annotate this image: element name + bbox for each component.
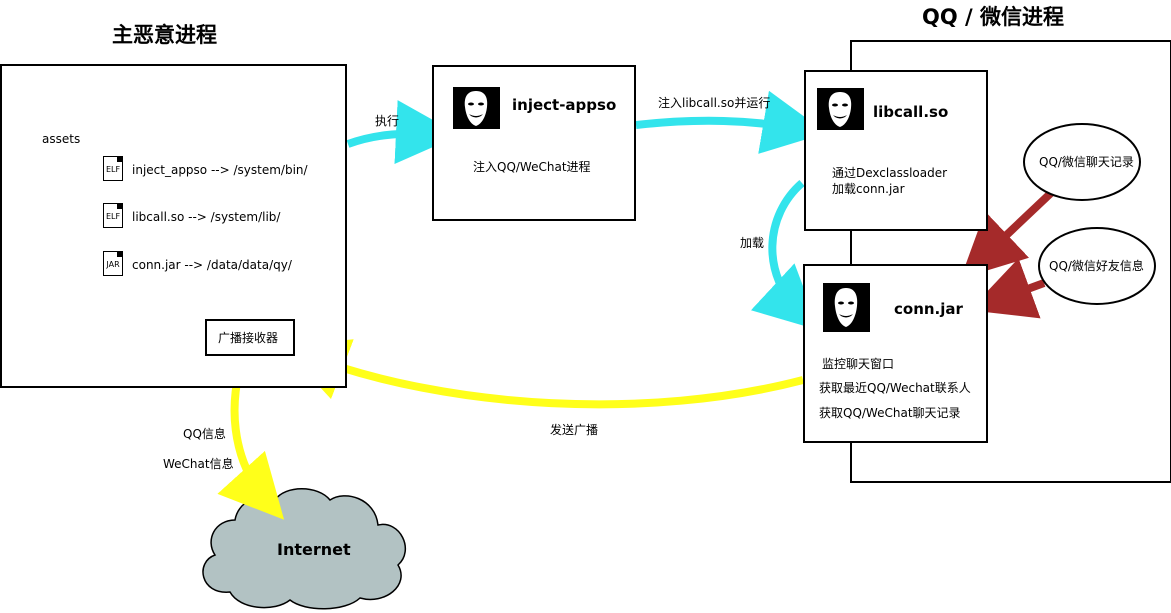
file-entry-conn-jar: conn.jar --> /data/data/qy/: [132, 258, 292, 272]
inject-appso-box: inject-appso 注入QQ/WeChat进程: [432, 65, 636, 221]
jar-file-icon: JAR: [103, 251, 123, 276]
inject-appso-title: inject-appso: [512, 96, 617, 114]
conn-jar-title: conn.jar: [894, 300, 963, 318]
conn-jar-desc-line-1: 监控聊天窗口: [822, 357, 895, 371]
file-entry-inject-appso: inject_appso --> /system/bin/: [132, 163, 308, 177]
conn-jar-desc-line-3: 获取QQ/WeChat聊天记录: [819, 406, 961, 420]
anonymous-mask-icon: [823, 283, 870, 332]
friend-info-arrow: [969, 258, 1046, 319]
anonymous-mask-icon: [817, 88, 864, 130]
inject-appso-desc: 注入QQ/WeChat进程: [473, 160, 591, 174]
folder-label: assets: [42, 132, 81, 146]
libcall-desc-line-2: 加载conn.jar: [832, 182, 905, 196]
friend-info-label: QQ/微信好友信息: [1049, 259, 1144, 273]
libcall-box: libcall.so 通过Dexclassloader 加载conn.jar: [804, 70, 988, 231]
load-edge-label: 加载: [740, 236, 765, 250]
anonymous-mask-icon: [453, 87, 500, 129]
execute-edge-label: 执行: [375, 114, 400, 128]
elf-file-icon: ELF: [103, 156, 123, 181]
send-broadcast-edge-label: 发送广播: [550, 423, 599, 437]
qq-info-edge-label: QQ信息: [183, 427, 226, 441]
broadcast-receiver-box: 广播接收器: [205, 319, 295, 356]
wechat-info-edge-label: WeChat信息: [163, 457, 234, 471]
friend-info-ellipse: [1038, 227, 1156, 305]
main-process-title: 主恶意进程: [112, 23, 217, 47]
libcall-title: libcall.so: [873, 103, 949, 121]
file-entry-libcall: libcall.so --> /system/lib/: [132, 210, 281, 224]
inject-run-edge-label: 注入libcall.so并运行: [658, 96, 771, 110]
chat-records-arrow: [960, 189, 1055, 279]
execute-arrow: [346, 100, 460, 165]
conn-jar-box: conn.jar 监控聊天窗口 获取最近QQ/Wechat联系人 获取QQ/We…: [803, 264, 988, 443]
broadcast-receiver-label: 广播接收器: [218, 331, 279, 345]
libcall-desc-line-1: 通过Dexclassloader: [832, 166, 948, 180]
chat-records-ellipse: [1023, 123, 1141, 201]
internet-label: Internet: [277, 540, 351, 559]
inject-run-arrow: [635, 90, 827, 154]
load-arrow: [750, 179, 820, 331]
send-broadcast-arrow: [282, 339, 805, 409]
conn-jar-desc-line-2: 获取最近QQ/Wechat联系人: [819, 381, 971, 395]
qq-process-title: QQ / 微信进程: [922, 5, 1064, 29]
chat-records-label: QQ/微信聊天记录: [1039, 155, 1134, 169]
elf-file-icon: ELF: [103, 203, 123, 228]
